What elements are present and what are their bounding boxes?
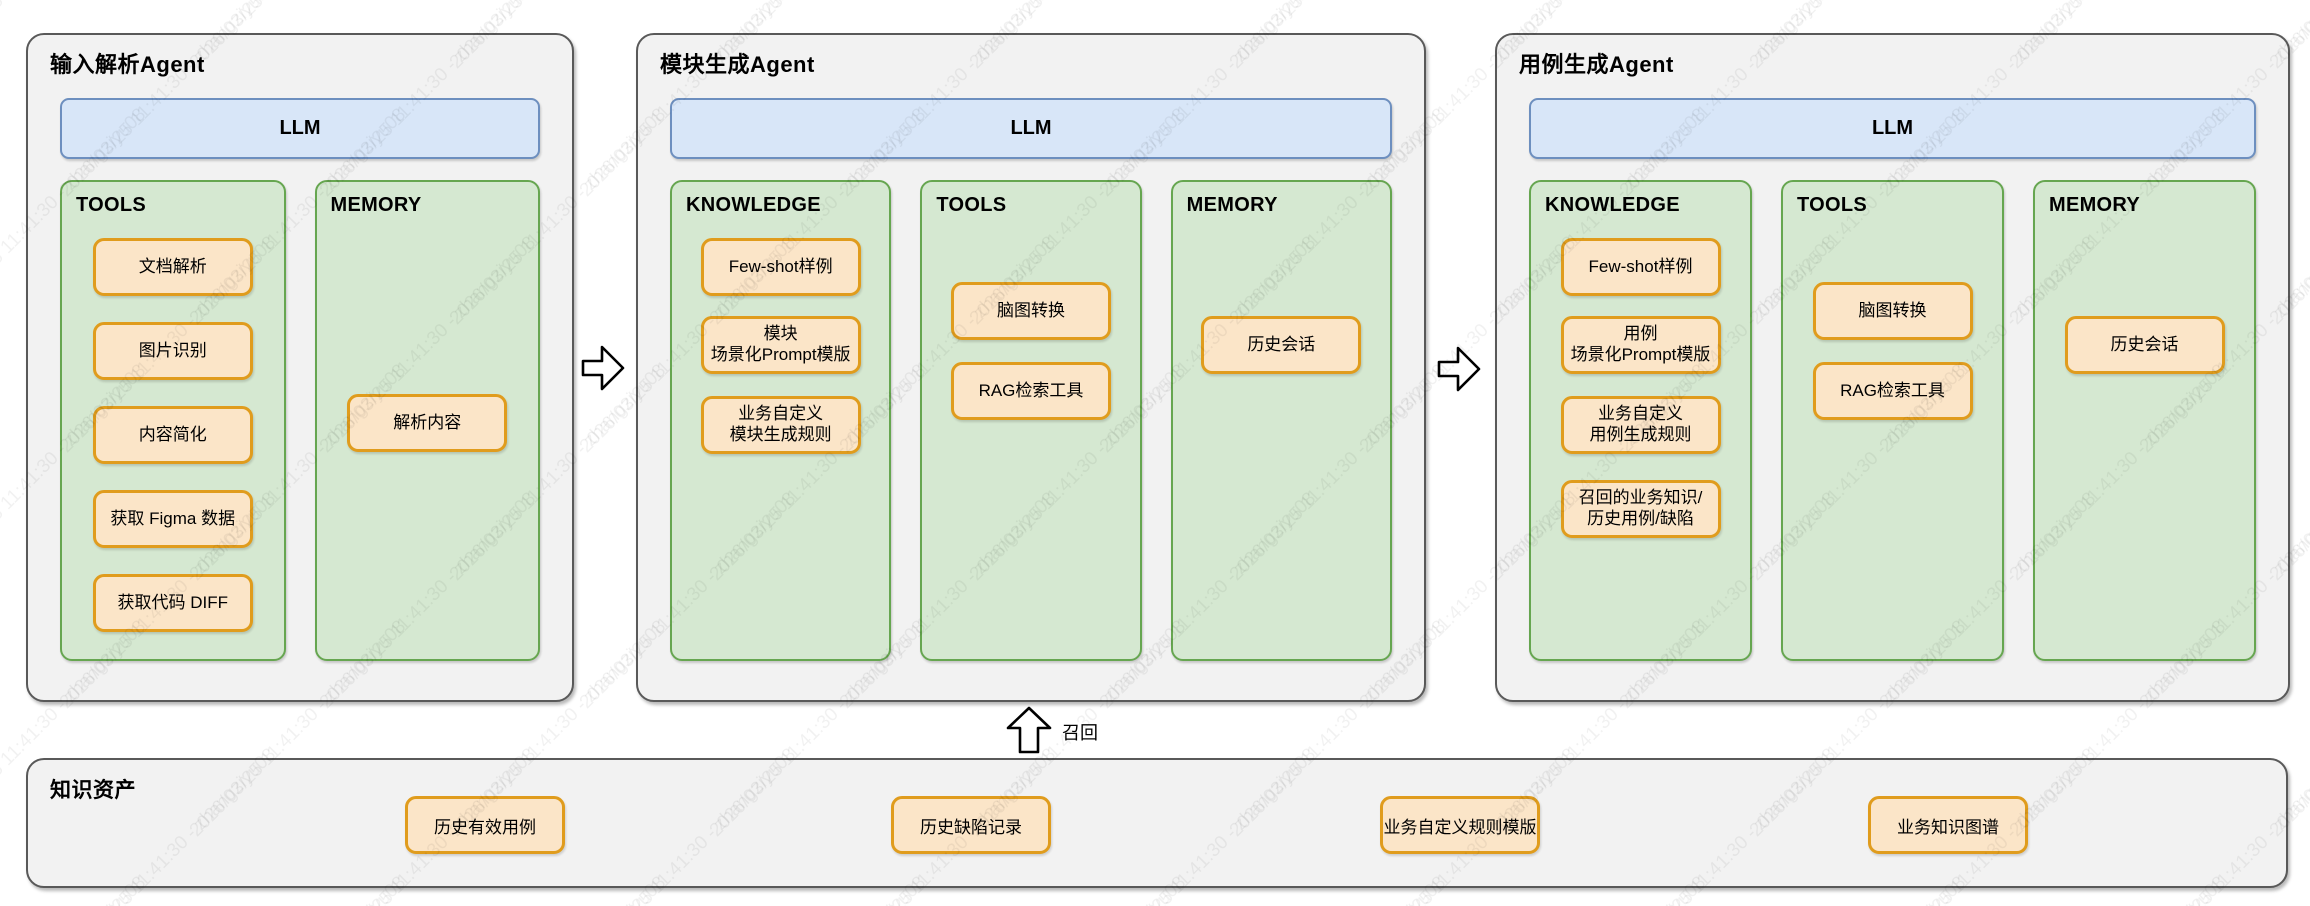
knowledge-assets-title: 知识资产 bbox=[50, 779, 136, 802]
agent-card-module-generation: 模块生成Agent LLM KNOWLEDGE Few-shot样例 模块 场景… bbox=[636, 33, 1426, 702]
section-tools: TOOLS 文档解析 图片识别 内容简化 获取 Figma 数据 获取代码 DI… bbox=[60, 180, 286, 661]
section-header: MEMORY bbox=[2049, 194, 2141, 216]
section-header: TOOLS bbox=[76, 194, 147, 216]
tool-item: 脑图转换 bbox=[950, 282, 1111, 340]
recall-label: 召回 bbox=[1062, 723, 1098, 743]
knowledge-item: Few-shot样例 bbox=[1560, 238, 1721, 296]
section-header: KNOWLEDGE bbox=[686, 194, 821, 216]
asset-item: 业务知识图谱 bbox=[1868, 796, 2028, 854]
memory-item: 解析内容 bbox=[347, 394, 508, 452]
asset-item: 业务自定义规则模版 bbox=[1380, 796, 1540, 854]
agent-title: 输入解析Agent bbox=[50, 52, 205, 77]
flow-arrow-right-icon bbox=[581, 345, 625, 391]
tool-item: 内容简化 bbox=[92, 406, 253, 464]
asset-item: 历史有效用例 bbox=[405, 796, 565, 854]
section-memory: MEMORY 历史会话 bbox=[1170, 180, 1392, 661]
knowledge-item: 业务自定义 用例生成规则 bbox=[1560, 396, 1721, 454]
asset-item: 历史缺陷记录 bbox=[891, 796, 1051, 854]
tool-item: 脑图转换 bbox=[1812, 282, 1973, 340]
flow-arrow-right-icon bbox=[1437, 346, 1481, 392]
llm-block: LLM bbox=[60, 98, 540, 159]
section-knowledge: KNOWLEDGE Few-shot样例 模块 场景化Prompt模版 业务自定… bbox=[670, 180, 892, 661]
knowledge-item: 召回的业务知识/ 历史用例/缺陷 bbox=[1560, 480, 1721, 538]
tool-item: 获取代码 DIFF bbox=[92, 574, 253, 632]
section-memory: MEMORY 历史会话 bbox=[2033, 180, 2256, 661]
section-header: TOOLS bbox=[936, 194, 1007, 216]
knowledge-item: 业务自定义 模块生成规则 bbox=[700, 396, 861, 454]
knowledge-item: 模块 场景化Prompt模版 bbox=[700, 316, 861, 374]
tool-item: 图片识别 bbox=[92, 322, 253, 380]
section-header: MEMORY bbox=[1186, 194, 1278, 216]
section-memory: MEMORY 解析内容 bbox=[314, 180, 540, 661]
tool-item: 文档解析 bbox=[92, 238, 253, 296]
section-knowledge: KNOWLEDGE Few-shot样例 用例 场景化Prompt模版 业务自定… bbox=[1529, 180, 1752, 661]
agent-sections: KNOWLEDGE Few-shot样例 用例 场景化Prompt模版 业务自定… bbox=[1529, 180, 2256, 661]
agent-card-case-generation: 用例生成Agent LLM KNOWLEDGE Few-shot样例 用例 场景… bbox=[1495, 33, 2290, 702]
tool-item: RAG检索工具 bbox=[1812, 362, 1973, 420]
knowledge-item: 用例 场景化Prompt模版 bbox=[1560, 316, 1721, 374]
section-tools: TOOLS 脑图转换 RAG检索工具 bbox=[920, 180, 1142, 661]
section-header: KNOWLEDGE bbox=[1545, 194, 1680, 216]
llm-block: LLM bbox=[1529, 98, 2256, 159]
llm-block: LLM bbox=[670, 98, 1392, 159]
tool-item: 获取 Figma 数据 bbox=[92, 490, 253, 548]
knowledge-assets-card: 知识资产 历史有效用例 历史缺陷记录 业务自定义规则模版 业务知识图谱 bbox=[26, 758, 2288, 888]
agent-sections: TOOLS 文档解析 图片识别 内容简化 获取 Figma 数据 获取代码 DI… bbox=[60, 180, 540, 661]
agent-title: 模块生成Agent bbox=[660, 52, 815, 77]
section-tools: TOOLS 脑图转换 RAG检索工具 bbox=[1781, 180, 2004, 661]
section-header: MEMORY bbox=[330, 194, 422, 216]
agent-title: 用例生成Agent bbox=[1519, 52, 1674, 77]
memory-item: 历史会话 bbox=[2064, 316, 2225, 374]
memory-item: 历史会话 bbox=[1201, 316, 1362, 374]
knowledge-item: Few-shot样例 bbox=[700, 238, 861, 296]
tool-item: RAG检索工具 bbox=[950, 362, 1111, 420]
agent-card-input-parsing: 输入解析Agent LLM TOOLS 文档解析 图片识别 内容简化 获取 Fi… bbox=[26, 33, 574, 702]
agent-sections: KNOWLEDGE Few-shot样例 模块 场景化Prompt模版 业务自定… bbox=[670, 180, 1392, 661]
section-header: TOOLS bbox=[1797, 194, 1868, 216]
recall-arrow-up-icon bbox=[1006, 706, 1052, 754]
